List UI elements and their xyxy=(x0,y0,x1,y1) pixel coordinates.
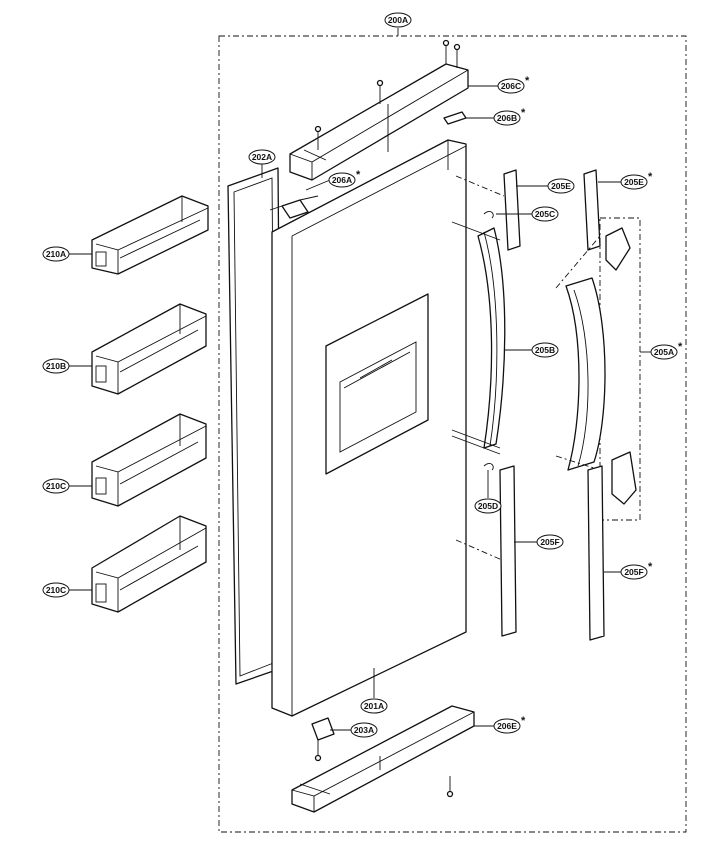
callout-text: 205D xyxy=(478,501,498,511)
callout-text: 205E xyxy=(624,177,644,187)
callout-leaders xyxy=(68,85,652,731)
door-bin-210c-upper xyxy=(91,413,207,507)
callout-210a: 210A xyxy=(42,246,70,262)
callout-star: * xyxy=(356,169,361,181)
callout-text: 205F xyxy=(624,567,643,577)
callout-210c-upper: 210C xyxy=(42,478,70,494)
door-handle-205a xyxy=(565,227,637,505)
callout-text: 203A xyxy=(354,725,374,735)
callout-star: * xyxy=(525,75,530,87)
callout-bubble xyxy=(493,718,521,734)
hinge-screws xyxy=(314,39,461,150)
callout-text: 206A xyxy=(332,175,352,185)
callout-text: 205B xyxy=(535,345,555,355)
door-panel-201a xyxy=(271,139,467,717)
callout-bubble xyxy=(536,534,564,550)
callout-bubble xyxy=(328,172,356,188)
door-bin-210c-lower xyxy=(91,515,207,613)
callout-bubble xyxy=(248,149,276,165)
callout-210c-lower: 210C xyxy=(42,582,70,598)
callout-205e-right: 205E * xyxy=(620,171,653,190)
lower-trim-205f-left xyxy=(499,465,517,637)
callout-text: 206E xyxy=(497,721,517,731)
callout-labels: 200A 206C * 206B * 202A 206A * 205E 205E * 205C 210A… xyxy=(42,12,683,738)
callout-text: 205A xyxy=(654,347,674,357)
trim-alignment-lines xyxy=(455,175,505,561)
assembly-lines-205a xyxy=(555,235,601,471)
callout-205f-right: 205F * xyxy=(620,561,653,580)
callout-206c: 206C * xyxy=(497,75,530,94)
callout-text: 205C xyxy=(535,209,555,219)
callout-bubble xyxy=(350,722,378,738)
wire-harness-206a xyxy=(269,195,319,219)
callout-bubble xyxy=(42,582,70,598)
assembly-boundary xyxy=(218,35,687,833)
callout-text: 210A xyxy=(46,249,66,259)
callout-205d: 205D xyxy=(474,498,502,514)
callout-text: 206B xyxy=(497,113,517,123)
callout-bubble xyxy=(620,564,648,580)
callout-bubble xyxy=(42,478,70,494)
bottom-screws xyxy=(379,756,451,792)
callout-bubble xyxy=(531,342,559,358)
callout-bubble xyxy=(620,174,648,190)
callout-text: 201A xyxy=(364,701,384,711)
callout-205f-left: 205F xyxy=(536,534,564,550)
callout-bubble xyxy=(474,498,502,514)
callout-star: * xyxy=(648,171,653,183)
callout-205e-left: 205E xyxy=(547,178,575,194)
callout-star: * xyxy=(678,341,683,353)
callout-text: 206C xyxy=(501,81,521,91)
callout-text: 205E xyxy=(551,181,571,191)
callout-bubble xyxy=(497,78,525,94)
callout-star: * xyxy=(521,715,526,727)
callout-200a: 200A xyxy=(384,12,412,28)
callout-bubble xyxy=(493,110,521,126)
callout-206e: 206E * xyxy=(493,715,526,734)
callout-text: 202A xyxy=(252,152,272,162)
callout-206a: 206A * xyxy=(328,169,361,188)
callout-text: 210C xyxy=(46,585,66,595)
door-bin-210b xyxy=(91,303,207,395)
callout-bubble xyxy=(650,344,678,360)
callout-201a: 201A xyxy=(360,698,388,714)
callout-text: 210C xyxy=(46,481,66,491)
door-bin-210a xyxy=(91,195,209,275)
callout-210b: 210B xyxy=(42,358,70,374)
callout-text: 200A xyxy=(388,15,408,25)
callout-205c: 205C xyxy=(531,206,559,222)
handle-trim-205e-left xyxy=(503,169,521,251)
lower-hinge-bracket-203a xyxy=(311,717,335,762)
callout-202a: 202A xyxy=(248,149,276,165)
hinge-shim-206b xyxy=(443,111,467,125)
callout-bubble xyxy=(547,178,575,194)
door-handle-205b xyxy=(477,227,506,449)
callout-bubble xyxy=(42,358,70,374)
callout-star: * xyxy=(521,107,526,119)
handle-trim-205e-right xyxy=(583,169,601,251)
handle-clips-205c-205d xyxy=(451,211,501,471)
bottom-screw-head xyxy=(446,790,454,798)
callout-205a: 205A * xyxy=(650,341,683,360)
callout-text: 210B xyxy=(46,361,66,371)
callout-206b: 206B * xyxy=(493,107,526,126)
callout-text: 205F xyxy=(540,537,559,547)
callout-bubble xyxy=(42,246,70,262)
callout-bubble xyxy=(531,206,559,222)
lower-trim-205f-right xyxy=(587,465,605,641)
callout-205b: 205B xyxy=(531,342,559,358)
callout-203a: 203A xyxy=(350,722,378,738)
callout-bubble xyxy=(384,12,412,28)
callout-star: * xyxy=(648,561,653,573)
callout-bubble xyxy=(360,698,388,714)
